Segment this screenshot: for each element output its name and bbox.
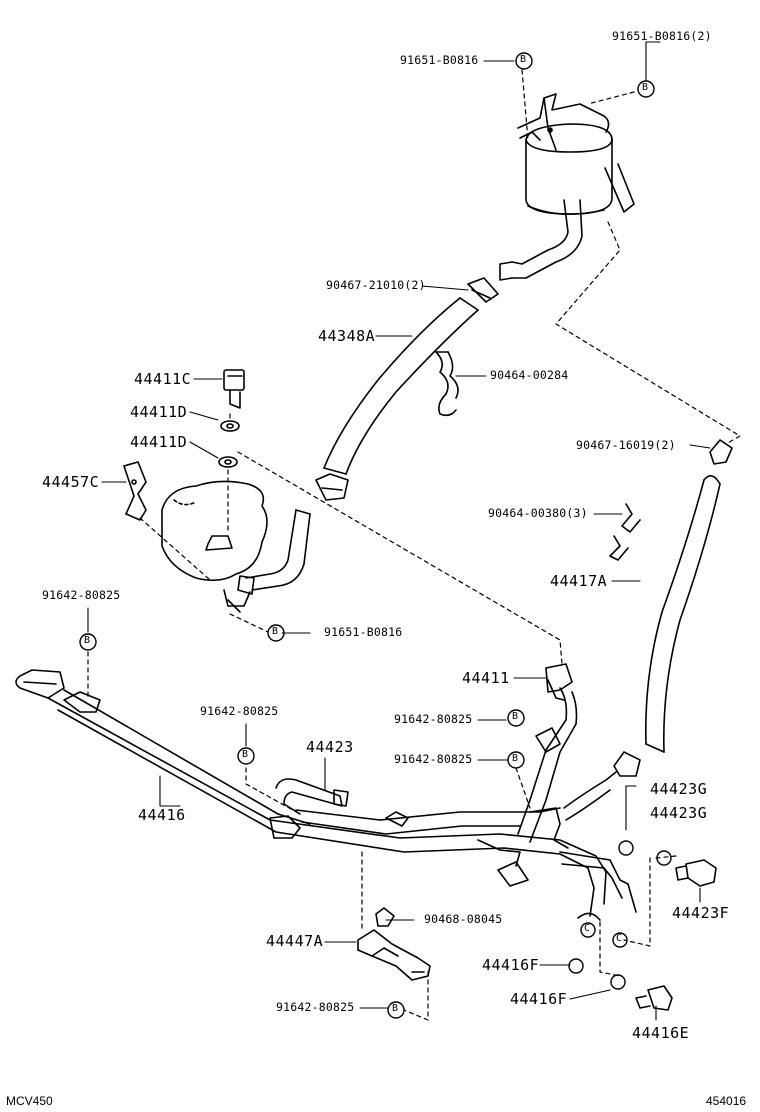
- pump-body: [161, 480, 311, 613]
- marker-bubbles: [79, 52, 672, 1019]
- callout-90468-08045: 90468-08045: [424, 912, 503, 926]
- leader-lines: [87, 41, 711, 1021]
- callout-91642-80825-left: 91642-80825: [42, 588, 121, 602]
- tube-assembly-44416: [15, 669, 637, 921]
- callout-44348a: 44348A: [318, 327, 376, 345]
- callout-91642-80825-center: 91642-80825: [200, 704, 279, 718]
- callout-44457c: 44457C: [42, 473, 100, 491]
- callout-44423: 44423: [306, 738, 354, 756]
- callout-44423g-upper: 44423G: [650, 780, 708, 798]
- bolt-44423f: [675, 859, 717, 887]
- callout-91651-b0816-mid: 91651-B0816: [324, 625, 403, 639]
- callout-44423g-lower: 44423G: [650, 804, 708, 822]
- marker-c: C: [616, 933, 623, 944]
- callout-91642-80825-bottom: 91642-80825: [276, 1000, 355, 1014]
- callout-44411d-lower: 44411D: [130, 433, 188, 451]
- callout-44423f: 44423F: [672, 904, 730, 922]
- reservoir-tank: [499, 93, 635, 281]
- callout-44411c: 44411C: [134, 370, 192, 388]
- fitting-44411: [545, 663, 573, 701]
- clamp-44447a: [357, 907, 431, 981]
- marker-b: B: [84, 635, 91, 646]
- marker-c: C: [584, 923, 591, 934]
- clip-90464-00380: [609, 503, 641, 561]
- marker-b: B: [272, 626, 279, 637]
- hose-44417a: [613, 439, 733, 777]
- clip-90464-00284: [435, 351, 459, 417]
- hose-44348a: [315, 277, 499, 501]
- marker-b: B: [642, 82, 649, 93]
- fitting-44411c: [223, 369, 245, 409]
- callout-90464-00380: 90464-00380(3): [488, 506, 588, 520]
- callout-90467-16019: 90467-16019(2): [576, 438, 676, 452]
- callout-91651-b0816: 91651-B0816: [400, 53, 479, 67]
- model-code: MCV450: [6, 1094, 53, 1108]
- marker-b: B: [520, 54, 527, 65]
- callout-44416f-upper: 44416F: [482, 956, 540, 974]
- tube-44423: [275, 687, 617, 887]
- reference-lines: [87, 69, 741, 1021]
- callout-44416: 44416: [138, 806, 186, 824]
- callout-91642-80825-mid1: 91642-80825: [394, 712, 473, 726]
- marker-b: B: [242, 749, 249, 760]
- callout-44416f-lower: 44416F: [510, 990, 568, 1008]
- bolt-44416e: [635, 985, 673, 1011]
- bracket-44457c: [123, 461, 147, 521]
- callout-90464-00284: 90464-00284: [490, 368, 569, 382]
- callout-91642-80825-mid2: 91642-80825: [394, 752, 473, 766]
- callout-44416e: 44416E: [632, 1024, 690, 1042]
- diagram-code: 454016: [706, 1094, 747, 1108]
- marker-b: B: [512, 711, 519, 722]
- marker-b: B: [512, 753, 519, 764]
- marker-b: B: [392, 1003, 399, 1014]
- callout-44417a: 44417A: [550, 572, 608, 590]
- callout-91651-b0816-2: 91651-B0816(2): [612, 29, 712, 43]
- callout-90467-21010: 90467-21010(2): [326, 278, 426, 292]
- callout-44411d-upper: 44411D: [130, 403, 188, 421]
- washer-44411d-upper: [220, 420, 240, 432]
- callout-44447a: 44447A: [266, 932, 324, 950]
- washer-44411d-lower: [218, 456, 238, 468]
- callout-44411: 44411: [462, 669, 510, 687]
